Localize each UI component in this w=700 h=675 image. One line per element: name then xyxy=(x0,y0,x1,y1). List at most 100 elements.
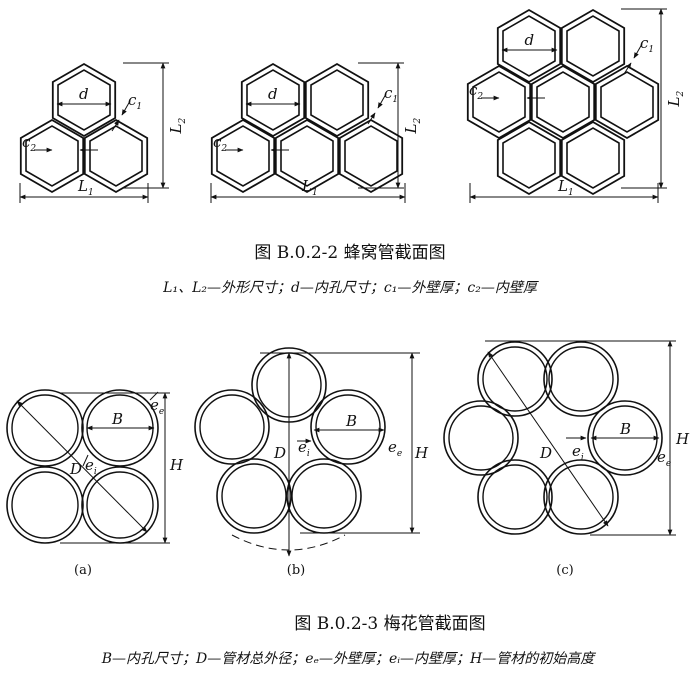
hex-cell-outer xyxy=(496,8,562,84)
dimension-label-H: H xyxy=(169,456,184,474)
dimension-label-ei: ei xyxy=(572,442,584,463)
dimension-label-L1: L1 xyxy=(77,177,94,198)
dimension-label-B: B xyxy=(619,420,631,438)
tube-outer-circle xyxy=(443,400,519,476)
dimension-label-D: D xyxy=(69,460,82,478)
dimension-label-c1: c1 xyxy=(384,84,398,105)
hex-cell-inner xyxy=(502,15,556,77)
honeycomb-figure-legend: L₁、L₂—外形尺寸；d—内孔尺寸；c₁—外壁厚；c₂—内壁厚 xyxy=(162,280,539,296)
dimension-label-c2: c2 xyxy=(469,81,483,102)
hex-cell-inner xyxy=(57,69,111,131)
hex-cell-inner xyxy=(472,71,526,133)
dimension-label-B: B xyxy=(111,410,123,428)
dimension-label-D: D xyxy=(273,444,286,462)
outer-wall-arrow xyxy=(633,43,643,59)
dimension-label-ee: ee xyxy=(657,448,671,469)
honeycomb-diagram-right: L1 L2 d c2 c1 xyxy=(466,8,686,203)
hex-cell-inner xyxy=(536,71,590,133)
outer-wall-arrow xyxy=(121,100,131,116)
tube-outer-circle xyxy=(6,389,84,467)
tube-inner-circle xyxy=(11,394,79,462)
hex-cell-inner xyxy=(280,125,334,187)
outer-wall-arrow xyxy=(623,62,632,75)
plum-diagram-b: H D Bee ei xyxy=(194,347,429,557)
panel-label-a: (a) xyxy=(74,563,92,578)
dimension-label-d: d xyxy=(79,85,89,103)
hex-cell-inner xyxy=(310,69,364,131)
dimension-label-H: H xyxy=(675,430,690,448)
plum-figure-legend: B—内孔尺寸；D—管材总外径；eₑ—外壁厚；eᵢ—内壁厚；H—管材的初始高度 xyxy=(101,651,597,667)
hex-cell-inner xyxy=(344,125,398,187)
dimension-label-ei: ei xyxy=(298,438,310,459)
hex-cell-outer xyxy=(274,118,340,194)
hex-cell-outer xyxy=(240,62,306,138)
tube-outer-circle xyxy=(543,459,619,535)
dimension-label-c1: c1 xyxy=(128,91,142,112)
hex-cell-inner xyxy=(216,125,270,187)
tube-inner-circle xyxy=(221,463,287,529)
tube-inner-circle xyxy=(448,405,514,471)
hex-cell-inner xyxy=(566,127,620,189)
dimension-label-ee: ee xyxy=(150,396,164,417)
tube-inner-circle xyxy=(199,394,265,460)
dimension-label-D: D xyxy=(539,444,552,462)
plum-diagram-a: H D Bee ei xyxy=(6,389,184,544)
dimension-label-L2: L2 xyxy=(402,118,423,135)
hex-cell-outer xyxy=(530,64,596,140)
hex-cell-inner xyxy=(25,125,79,187)
tube-outer-circle xyxy=(286,458,362,534)
panel-label-b: (b) xyxy=(287,563,305,578)
hex-cell-outer xyxy=(304,62,370,138)
dimension-line-D xyxy=(487,351,609,527)
hex-cell-outer xyxy=(51,62,117,138)
tube-inner-circle xyxy=(291,463,357,529)
panel-label-c: (c) xyxy=(556,563,573,578)
outer-wall-arrow xyxy=(377,93,387,109)
tube-inner-circle xyxy=(11,471,79,539)
dimension-label-ee: ee xyxy=(388,438,402,459)
tube-inner-circle xyxy=(482,346,548,412)
dimension-label-B: B xyxy=(345,412,357,430)
hex-cell-inner xyxy=(502,127,556,189)
outer-wall-arrow xyxy=(367,112,376,125)
hex-cell-outer xyxy=(19,118,85,194)
tube-outer-circle xyxy=(194,389,270,465)
dimension-label-d: d xyxy=(525,31,535,49)
hex-cell-outer xyxy=(560,120,626,196)
dimension-label-H: H xyxy=(414,444,429,462)
tube-inner-circle xyxy=(315,394,381,460)
plum-diagram-c: H D Bee ei xyxy=(443,340,690,536)
hex-cell-outer xyxy=(560,8,626,84)
hex-cell-outer xyxy=(496,120,562,196)
plum-figure-caption: 图 B.0.2-3 梅花管截面图 xyxy=(294,614,485,634)
hex-cell-inner xyxy=(89,125,143,187)
hex-cell-outer xyxy=(466,64,532,140)
dimension-label-c2: c2 xyxy=(213,133,227,154)
hex-cell-outer xyxy=(210,118,276,194)
outer-wall-leader xyxy=(149,391,159,401)
tube-outer-circle xyxy=(6,466,84,544)
dimension-label-d: d xyxy=(268,85,278,103)
dimension-label-c1: c1 xyxy=(640,34,654,55)
dimension-label-L2: L2 xyxy=(665,91,686,108)
tube-inner-circle xyxy=(548,346,614,412)
hex-cell-inner xyxy=(566,15,620,77)
hex-cell-inner xyxy=(600,71,654,133)
hex-cell-inner xyxy=(246,69,300,131)
dimension-line-D xyxy=(16,400,148,533)
honeycomb-figure-caption: 图 B.0.2-2 蜂窝管截面图 xyxy=(254,243,445,263)
hex-cell-outer xyxy=(338,118,404,194)
inner-wall-leader xyxy=(82,454,89,467)
dimension-label-c2: c2 xyxy=(22,133,36,154)
dimension-label-ei: ei xyxy=(85,456,97,477)
tube-inner-circle xyxy=(482,464,548,530)
tube-outer-circle xyxy=(216,458,292,534)
dimension-label-L1: L1 xyxy=(557,177,574,198)
hex-cell-outer xyxy=(594,64,660,140)
tube-outer-circle xyxy=(477,459,553,535)
